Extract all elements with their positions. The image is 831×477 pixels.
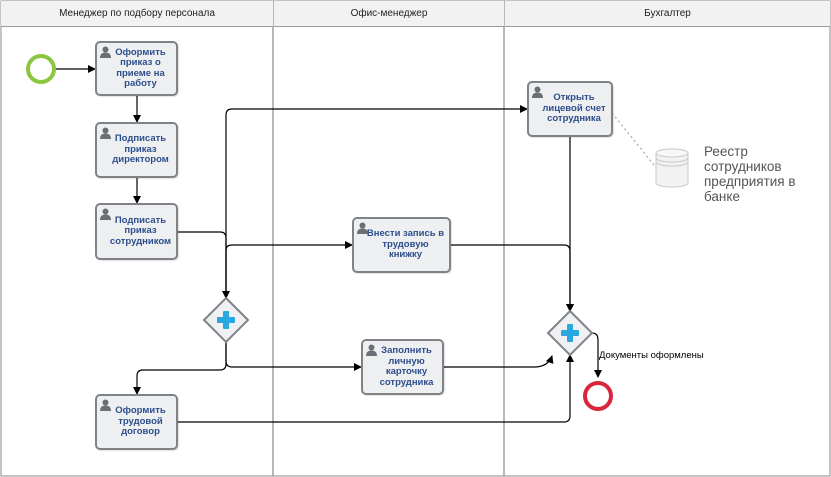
flow-card-to-merge xyxy=(444,355,554,368)
end-event xyxy=(583,381,613,411)
plus-icon xyxy=(561,324,579,342)
user-icon xyxy=(100,46,111,58)
task-label: Внести запись в трудовую книжку xyxy=(366,228,445,261)
flow-sign-employee-to-gateway xyxy=(178,231,230,299)
flow-contract-to-merge xyxy=(178,354,574,423)
user-icon xyxy=(366,344,377,356)
user-icon xyxy=(100,399,111,411)
task-employment-book[interactable]: Внести запись в трудовую книжку xyxy=(352,217,451,273)
task-label: Подписать приказ сотрудником xyxy=(109,214,172,247)
parallel-gateway-merge xyxy=(546,309,594,357)
plus-icon xyxy=(217,311,235,329)
task-label: Открыть лицевой счет сотрудника xyxy=(542,92,606,125)
task-label: Оформить трудовой договор xyxy=(115,405,166,438)
lane-header-recruiter: Менеджер по подбору персонала xyxy=(1,1,273,27)
end-event-label: Документы оформлены xyxy=(599,350,704,361)
user-icon xyxy=(100,208,111,220)
data-association xyxy=(611,112,655,166)
task-label: Оформить приказ о приеме на работу xyxy=(115,46,166,89)
user-icon xyxy=(532,86,543,98)
flow-merge-to-end xyxy=(591,332,602,378)
flow-book-to-merge xyxy=(451,244,574,312)
task-labor-contract[interactable]: Оформить трудовой договор xyxy=(95,394,178,450)
task-sign-director[interactable]: Подписать приказ директором xyxy=(95,122,178,178)
user-icon xyxy=(357,222,368,234)
flow-gateway-to-contract xyxy=(133,342,227,395)
data-store-label: Реестр сотрудников предприятия в банке xyxy=(704,144,796,204)
data-store-icon xyxy=(655,148,689,188)
task-sign-employee[interactable]: Подписать приказ сотрудником xyxy=(95,203,178,260)
start-event xyxy=(26,54,56,84)
task-order-hire[interactable]: Оформить приказ о приеме на работу xyxy=(95,41,178,96)
task-open-account[interactable]: Открыть лицевой счет сотрудника xyxy=(527,81,613,137)
parallel-gateway-split xyxy=(202,296,250,344)
flow-gateway-to-book xyxy=(225,241,353,300)
flow-gateway-to-account xyxy=(225,105,528,298)
task-label: Подписать приказ директором xyxy=(112,133,169,166)
lane-header-accountant: Бухгалтер xyxy=(505,1,830,27)
task-personal-card[interactable]: Заполнить личную карточку сотрудника xyxy=(361,339,444,395)
task-label: Заполнить личную карточку сотрудника xyxy=(379,345,434,388)
lane-header-office-manager: Офис-менеджер xyxy=(274,1,504,27)
flow-gateway-to-card xyxy=(225,342,362,371)
user-icon xyxy=(100,127,111,139)
